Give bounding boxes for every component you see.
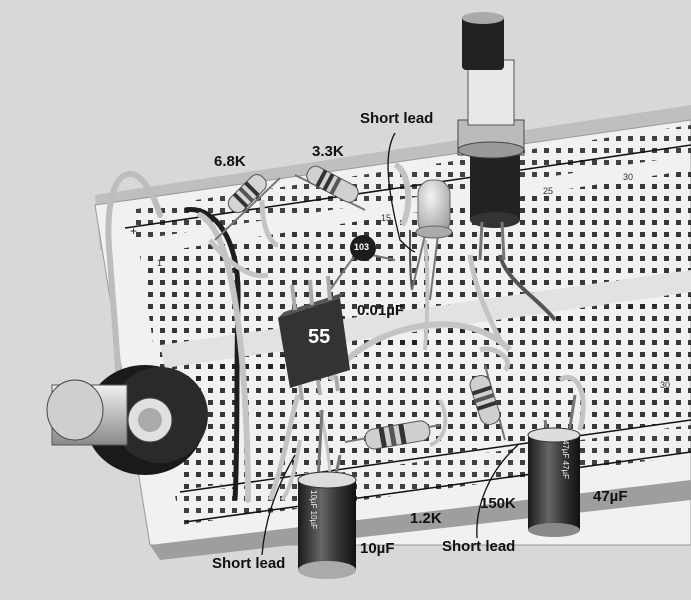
jumper-wire [409,229,413,291]
label-capacitor-10uf: 10µF [360,540,395,557]
pointer-line [261,454,296,556]
label-resistor-150k: 150K [480,495,516,512]
jumper-wire [558,375,586,431]
label-ic: 55 [308,326,331,348]
row-number-30-bottom: 30 [660,380,671,390]
rail-plus-sign: + [130,224,138,238]
label-short-lead-bottom-left: Short lead [212,555,286,572]
resistor-1-2k [344,420,441,450]
jumper-wire [393,162,412,227]
capacitor-10uf [297,409,357,579]
pointer-line [387,132,416,253]
label-short-lead-bottom-right: Short lead [442,538,516,555]
row-number-1: 1 [157,258,163,268]
pointer-line [476,444,519,539]
capacitor-10uf-print: 10µF 10µF [309,490,318,530]
jumper-wire [259,199,279,248]
jumper-wire [498,254,557,322]
resistor-150k [469,364,506,441]
label-capacitor-47uf: 47µF [593,488,628,505]
resistor-6-8k [214,174,281,241]
rail-line [179,419,691,493]
ceramic-capacitor [329,235,396,291]
jumper-wire [467,254,503,342]
bottom-terminal-strip [165,296,691,490]
capacitor-47uf-print: 47µF 47µF [561,440,570,480]
jumper-wire [267,394,301,501]
label-capacitor-code: 103 [354,242,370,252]
row-number-30-top: 30 [623,172,634,182]
pushbutton-switch [457,12,525,261]
jumper-wire [479,346,510,372]
ic-555 [278,275,350,401]
top-power-rail [130,125,691,240]
rail-line [184,451,691,523]
jumper-wire [429,399,448,447]
jumper-wire [423,239,430,351]
jumper-wire [280,439,302,502]
row-number-15: 15 [381,213,392,223]
label-resistor-3-3k: 3.3K [312,143,344,160]
row-number-25: 25 [543,186,554,196]
led [411,179,453,301]
label-short-lead-top: Short lead [360,110,434,127]
resistor-3-3k [294,165,366,211]
jumper-wire [197,212,251,503]
label-resistor-1-2k: 1.2K [410,510,442,527]
potentiometer [46,365,208,475]
capacitor-47uf [527,394,581,537]
label-resistor-6-8k: 6.8K [214,153,246,170]
label-capacitor-0-01uf: 0.01µF [357,302,404,319]
jumper-wire [208,238,269,279]
